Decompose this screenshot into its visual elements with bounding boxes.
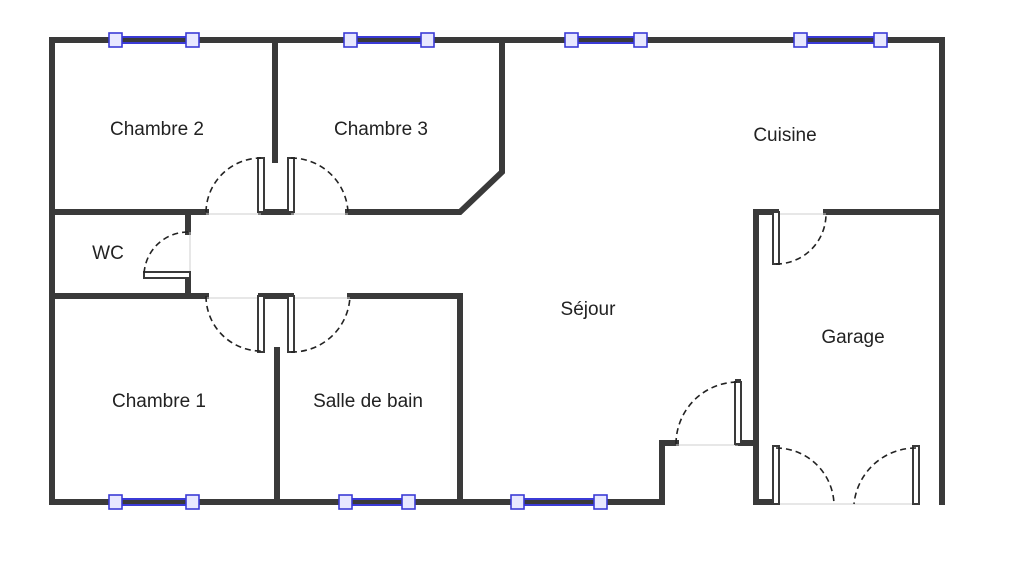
- room-label-salle-de-bain: Salle de bain: [313, 391, 423, 412]
- door-chambre-1: [205, 295, 265, 353]
- room-label-chambre-2: Chambre 2: [110, 119, 204, 140]
- door-chambre-2: [205, 157, 265, 213]
- door-garage-sejour: [675, 381, 742, 445]
- window-salle-de-bain: [338, 494, 416, 510]
- room-label-cuisine: Cuisine: [753, 125, 816, 146]
- door-wc: [143, 231, 191, 279]
- window-chambre-1: [108, 494, 200, 510]
- window-sejour-top: [564, 32, 648, 48]
- window-cuisine: [793, 32, 888, 48]
- door-garage-main: [772, 445, 920, 505]
- window-chambre-2: [108, 32, 200, 48]
- windows: [108, 32, 888, 510]
- room-label-chambre-1: Chambre 1: [112, 391, 206, 412]
- door-chambre-3: [287, 157, 349, 213]
- window-chambre-3: [343, 32, 435, 48]
- room-label-chambre-3: Chambre 3: [334, 119, 428, 140]
- door-thresholds: [189, 213, 918, 505]
- room-labels: Chambre 2 Chambre 3 Cuisine WC Séjour Ga…: [92, 119, 885, 412]
- room-label-garage: Garage: [821, 327, 884, 348]
- room-label-sejour: Séjour: [561, 299, 617, 320]
- door-garage-kitchen: [772, 211, 827, 265]
- room-label-wc: WC: [92, 243, 124, 264]
- door-salle-de-bain: [287, 295, 351, 353]
- window-sejour-bottom: [510, 494, 608, 510]
